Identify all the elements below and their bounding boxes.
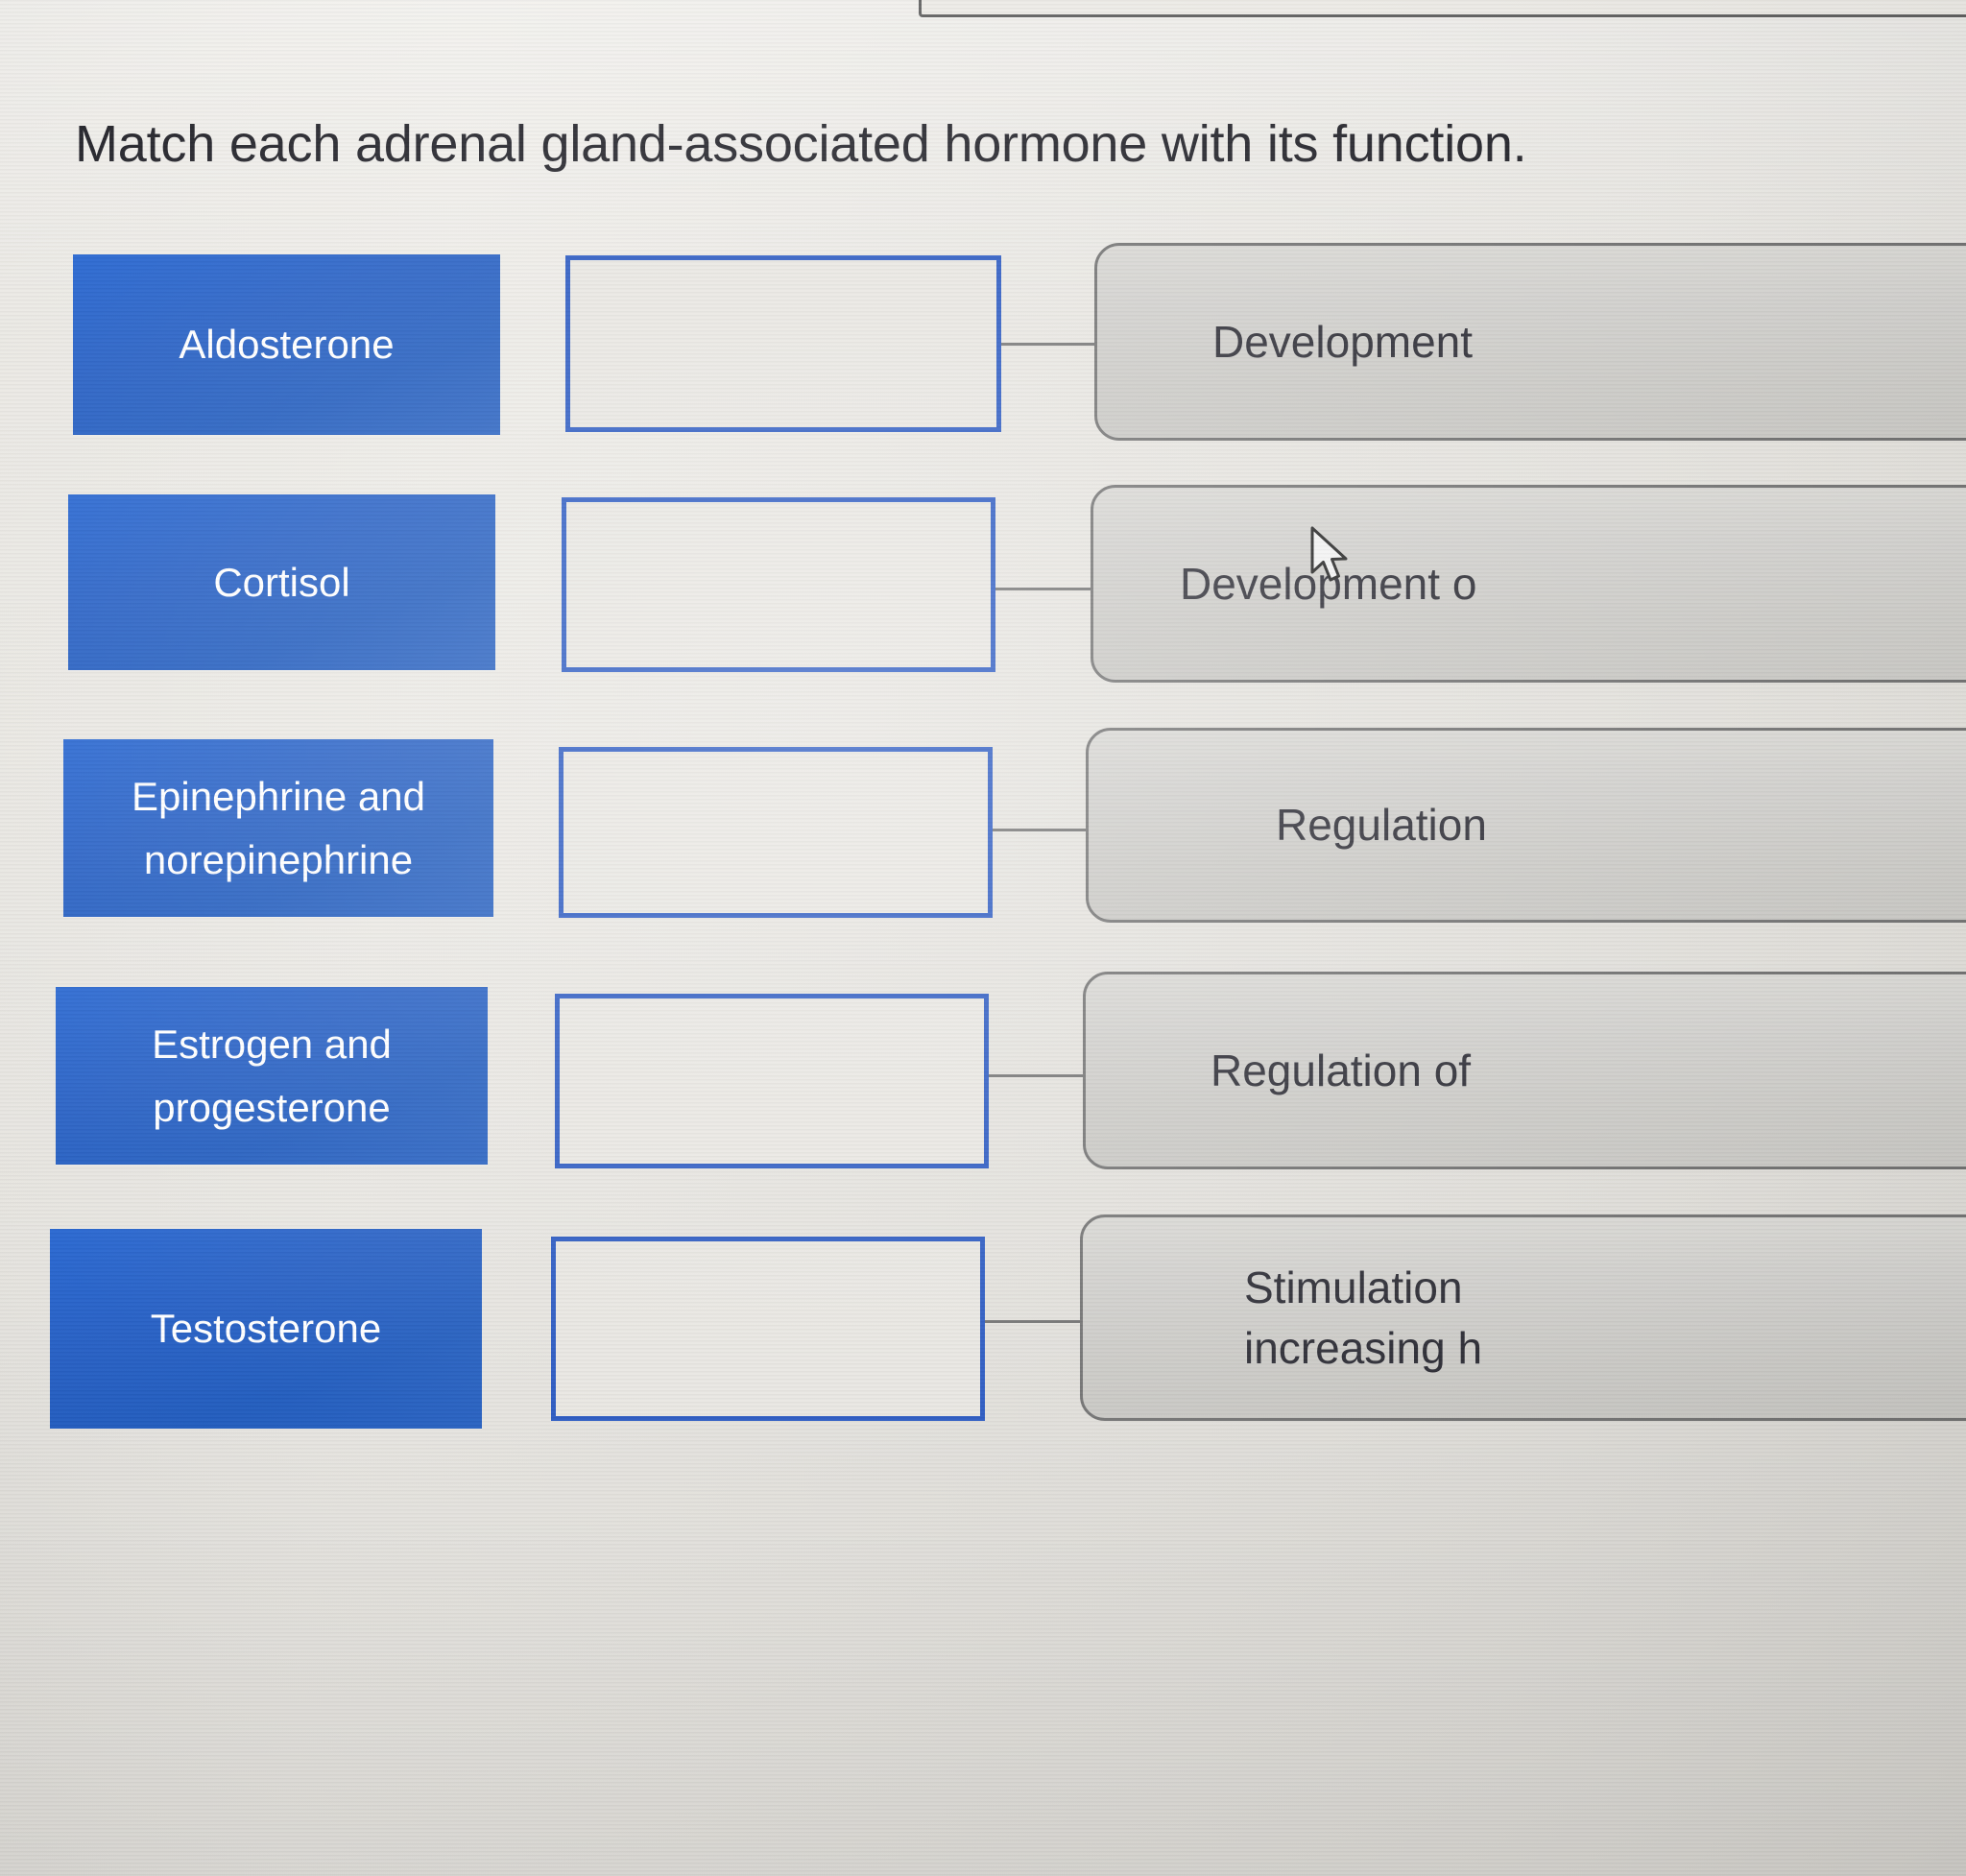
term-box-testosterone[interactable]: Testosterone bbox=[50, 1229, 482, 1429]
match-box-development[interactable]: Development bbox=[1094, 243, 1966, 441]
match-label: Regulation bbox=[1276, 800, 1487, 851]
drop-zone-cortisol[interactable] bbox=[562, 497, 995, 672]
connector-line bbox=[1001, 343, 1101, 346]
match-box-regulation[interactable]: Regulation bbox=[1086, 728, 1966, 923]
drop-zone-estrogen[interactable] bbox=[555, 994, 989, 1168]
term-box-epinephrine-norepinephrine[interactable]: Epinephrine and norepinephrine bbox=[63, 739, 493, 917]
clipped-box-above bbox=[919, 0, 1966, 17]
term-box-cortisol[interactable]: Cortisol bbox=[68, 494, 495, 670]
match-label: Development o bbox=[1180, 558, 1477, 609]
connector-line bbox=[993, 829, 1092, 831]
match-box-development-of[interactable]: Development o bbox=[1091, 485, 1966, 683]
connector-line bbox=[989, 1074, 1089, 1077]
page-title: Match each adrenal gland-associated horm… bbox=[75, 115, 1527, 173]
drop-zone-aldosterone[interactable] bbox=[565, 255, 1001, 432]
term-label-line-1: Epinephrine and bbox=[132, 774, 425, 820]
connector-line bbox=[985, 1320, 1085, 1323]
term-label-line-1: Estrogen and bbox=[152, 1022, 392, 1068]
term-label: Aldosterone bbox=[179, 322, 395, 368]
term-label-line-2: progesterone bbox=[153, 1084, 391, 1130]
term-box-aldosterone[interactable]: Aldosterone bbox=[73, 254, 500, 435]
drop-zone-epinephrine[interactable] bbox=[559, 747, 993, 918]
match-label: Development bbox=[1212, 316, 1474, 367]
match-box-regulation-of[interactable]: Regulation of bbox=[1083, 972, 1966, 1169]
drop-zone-testosterone[interactable] bbox=[551, 1237, 985, 1421]
match-box-stimulation[interactable]: Stimulation increasing h bbox=[1080, 1215, 1966, 1421]
match-label-line-2: increasing h bbox=[1244, 1322, 1483, 1373]
match-label: Regulation of bbox=[1211, 1045, 1472, 1095]
term-label-line-2: norepinephrine bbox=[143, 836, 414, 882]
term-label: Testosterone bbox=[150, 1306, 382, 1352]
term-label: Cortisol bbox=[213, 559, 350, 605]
term-box-estrogen-progesterone[interactable]: Estrogen and progesterone bbox=[56, 987, 488, 1165]
connector-line bbox=[995, 588, 1095, 590]
match-label-line-1: Stimulation bbox=[1244, 1263, 1463, 1313]
